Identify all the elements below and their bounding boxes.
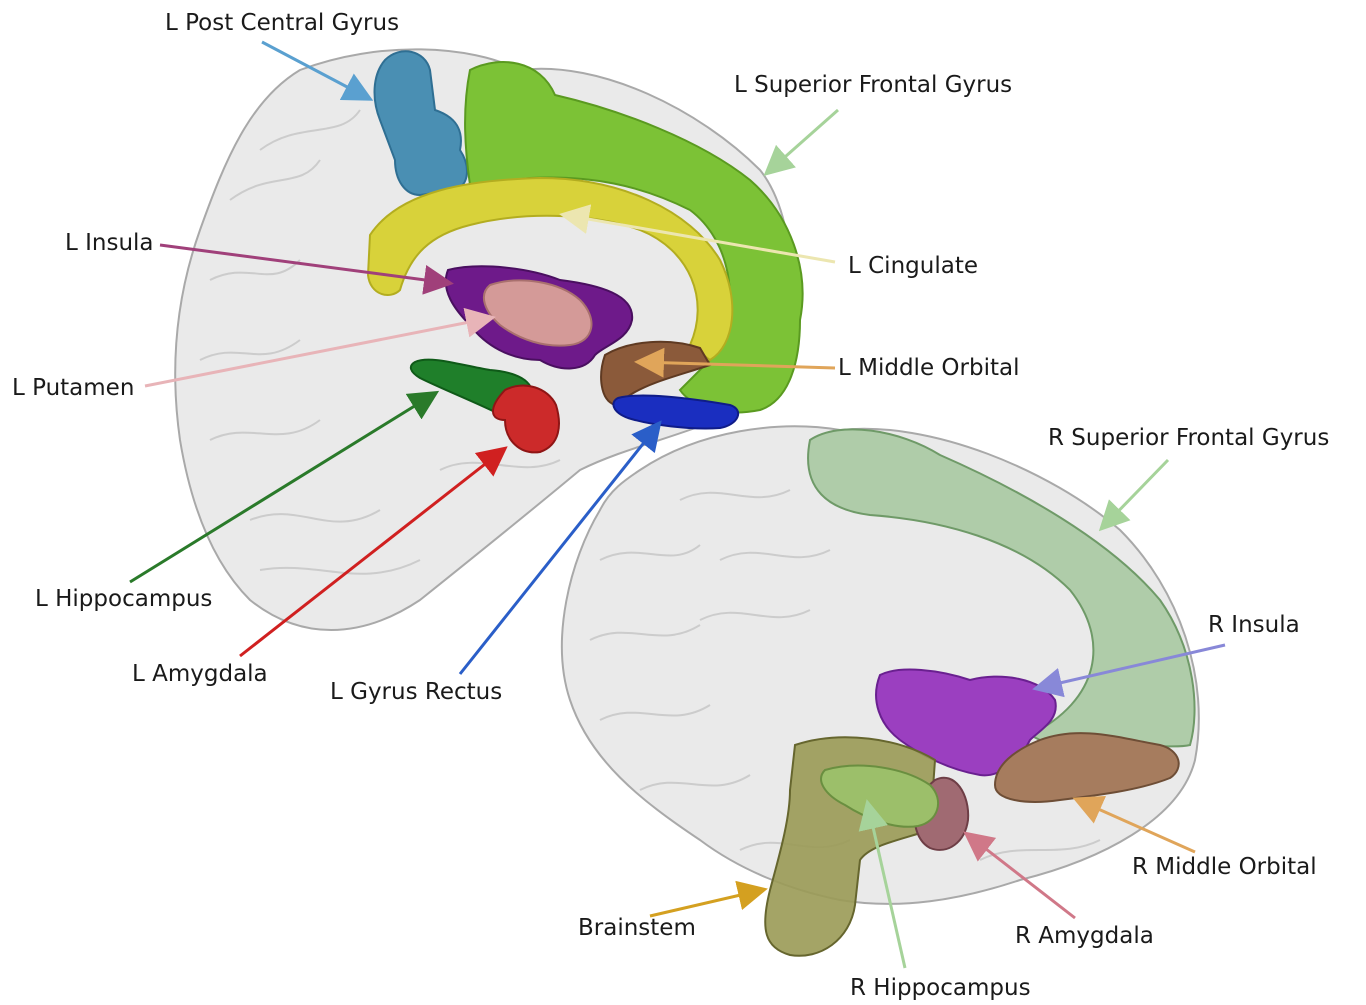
label-l-post-central-gyrus: L Post Central Gyrus <box>165 10 399 36</box>
label-r-insula: R Insula <box>1208 612 1300 638</box>
label-l-insula: L Insula <box>65 230 154 256</box>
label-l-amygdala: L Amygdala <box>132 661 268 687</box>
label-l-superior-frontal-gyrus: L Superior Frontal Gyrus <box>734 72 1012 98</box>
label-r-amygdala: R Amygdala <box>1015 923 1154 949</box>
label-r-hippocampus: R Hippocampus <box>850 975 1031 1001</box>
label-l-cingulate: L Cingulate <box>848 253 978 279</box>
label-r-middle-orbital: R Middle Orbital <box>1132 854 1317 880</box>
label-l-hippocampus: L Hippocampus <box>35 586 212 612</box>
label-l-middle-orbital: L Middle Orbital <box>838 355 1019 381</box>
arrow-brainstem <box>650 890 762 916</box>
arrow-l-superior-frontal <box>768 110 838 172</box>
arrow-r-superior-frontal <box>1103 460 1168 527</box>
label-brainstem: Brainstem <box>578 915 696 941</box>
right-brain-view <box>562 426 1199 955</box>
label-l-gyrus-rectus: L Gyrus Rectus <box>330 679 502 705</box>
label-r-superior-frontal-gyrus: R Superior Frontal Gyrus <box>1048 425 1329 451</box>
label-l-putamen: L Putamen <box>12 375 134 401</box>
